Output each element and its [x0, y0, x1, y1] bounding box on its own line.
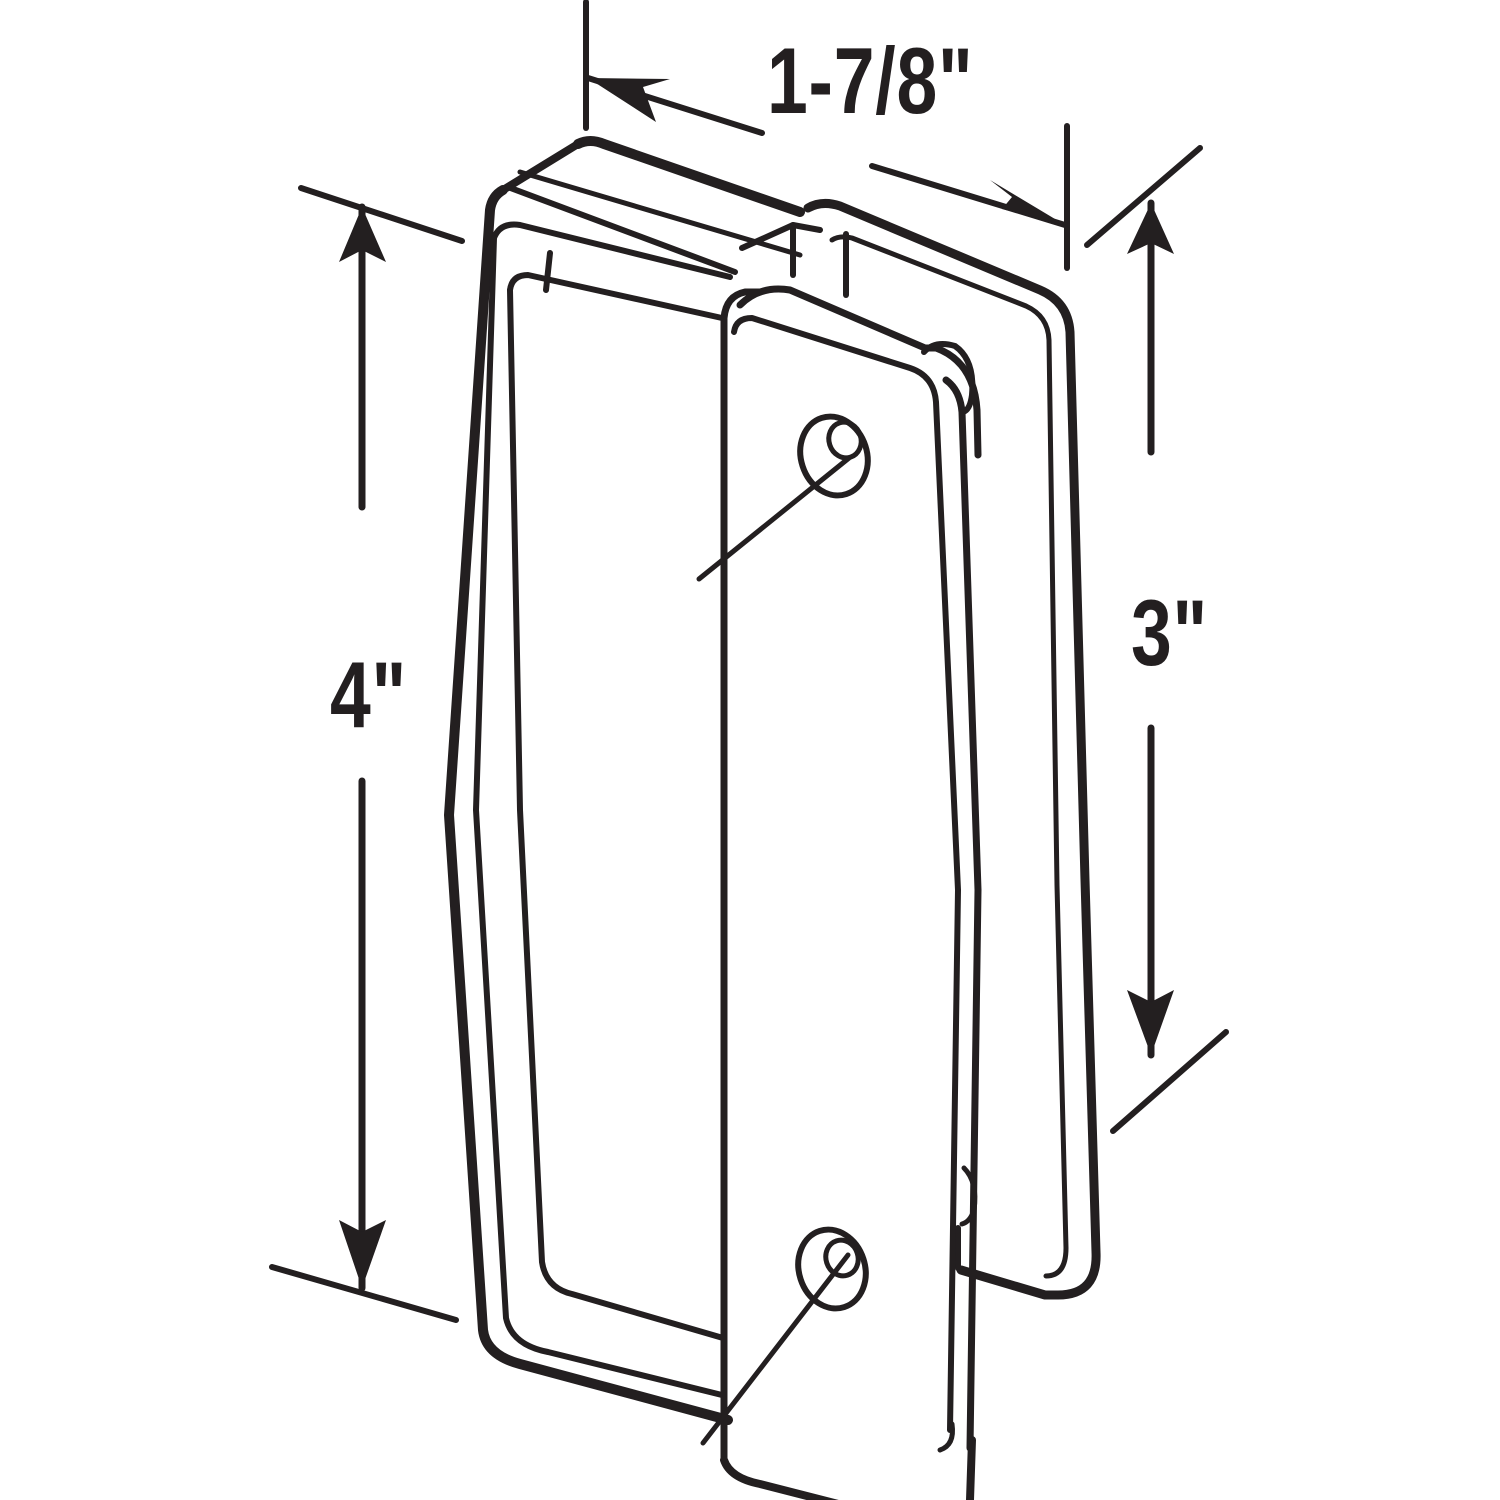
screw-hole-bottom	[700, 1226, 869, 1446]
height-dimension	[269, 185, 465, 1323]
back-plate	[803, 198, 1101, 1300]
front-plate	[720, 222, 982, 1500]
height-label: 4"	[330, 642, 408, 747]
depth-dimension	[1084, 145, 1229, 1134]
screw-hole-top	[696, 413, 871, 582]
width-dimension	[583, 0, 1070, 271]
width-label: 1-7/8"	[767, 28, 974, 133]
handle-frame	[444, 136, 805, 1425]
depth-label: 3"	[1131, 580, 1209, 685]
